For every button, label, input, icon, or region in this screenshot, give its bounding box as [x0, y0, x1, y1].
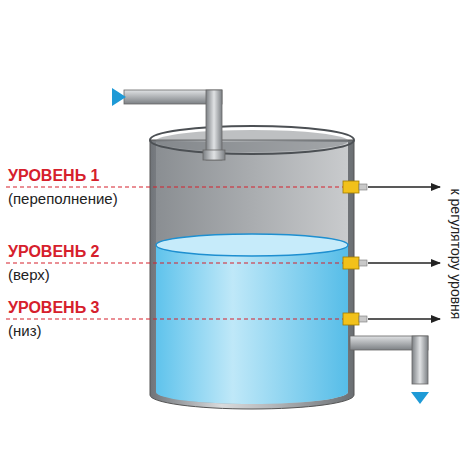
tank-opening	[156, 130, 348, 152]
level-name: УРОВЕНЬ 3	[8, 300, 99, 316]
signal-label: к регулятору уровня	[449, 187, 463, 322]
tank-inner	[156, 142, 348, 404]
level-name: УРОВЕНЬ 2	[8, 244, 99, 260]
water	[156, 245, 348, 404]
water-surface	[156, 234, 348, 256]
tank-body	[150, 140, 354, 409]
inflow-arrow	[112, 88, 126, 106]
outflow-arrow	[411, 392, 429, 404]
level-note: (верх)	[8, 267, 50, 282]
outlet-pipe	[412, 336, 428, 384]
level-note: (низ)	[8, 323, 42, 338]
level-note: (переполнение)	[8, 191, 118, 206]
inlet-pipe	[206, 90, 222, 160]
level-name: УРОВЕНЬ 1	[8, 168, 99, 184]
level-sensors	[343, 181, 367, 325]
inlet-flange	[203, 150, 225, 160]
level-lines	[6, 187, 343, 319]
tank-rim	[150, 126, 354, 154]
signal-arrows	[368, 187, 440, 319]
